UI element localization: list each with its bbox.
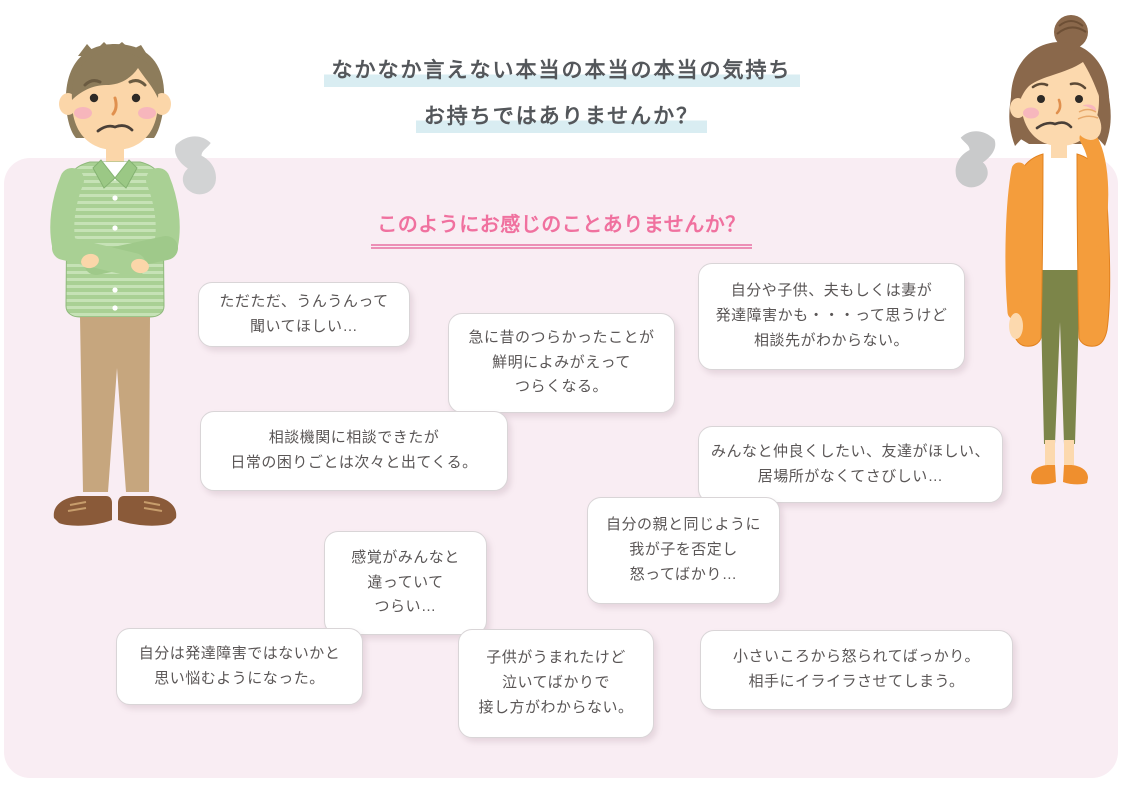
speech-bubble: 小さいころから怒られてばっかり。 相手にイライラさせてしまう。 [700,630,1013,710]
speech-bubble: 感覚がみんなと 違っていて つらい… [324,531,487,635]
speech-bubble: 急に昔のつらかったことが 鮮明によみがえって つらくなる。 [448,313,675,413]
section-heading: このようにお感じのことありませんか？ [371,208,752,249]
highlighted-text: お持ちではありませんか？ [415,100,708,133]
worried-man-illustration [50,42,180,526]
sigh-puff-icon [955,131,996,188]
speech-bubble: 自分や子供、夫もしくは妻が 発達障害かも・・・って思うけど 相談先がわからない。 [698,263,965,370]
speech-bubble: 自分は発達障害ではないかと 思い悩むようになった。 [116,628,363,705]
speech-bubble: みんなと仲良くしたい、友達がほしい、 居場所がなくてさびしい… [698,426,1003,503]
speech-bubble: 自分の親と同じように 我が子を否定し 怒ってばかり… [587,497,780,604]
sigh-puff-icon [175,136,216,195]
speech-bubble: ただただ、うんうんって 聞いてほしい… [198,282,410,347]
catch-copy-line2: お持ちではありませんか？ [0,100,1123,133]
catch-copy-line1: なかなか言えない本当の本当の本当の気持ち [0,54,1123,87]
worried-woman-illustration [1005,15,1111,485]
speech-bubble: 子供がうまれたけど 泣いてばかりで 接し方がわからない。 [458,629,654,738]
speech-bubble: 相談機関に相談できたが 日常の困りごとは次々と出てくる。 [200,411,508,491]
highlighted-text: なかなか言えない本当の本当の本当の気持ち [323,54,800,87]
